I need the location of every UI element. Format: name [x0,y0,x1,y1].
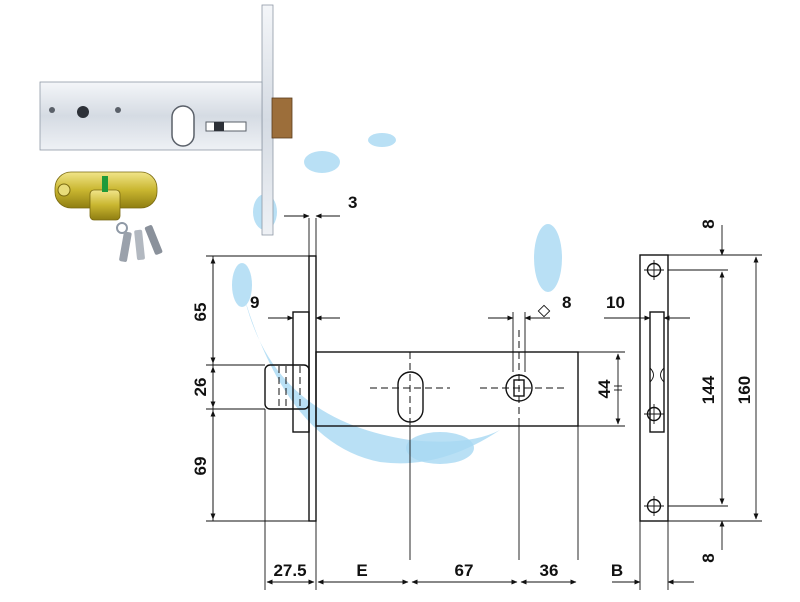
dim-bolt-height: 26 [191,378,210,397]
dim-bolt-projection: 27.5 [273,561,306,580]
end-view [639,254,669,590]
dim-spindle-size: 8 [562,293,571,312]
dim-screw-offset-top: 8 [699,219,718,228]
dim-case-tail: 36 [540,561,559,580]
dim-screw-offset-bottom: 8 [699,553,718,562]
dim-screw-spacing: 144 [699,375,718,404]
front-view [315,312,579,560]
dim-faceplate-width: 10 [606,293,625,312]
dimension-labels: 3 65 9 26 69 8 10 44 8 144 160 8 27.5 E … [191,193,754,580]
dim-case-height: 44 [595,379,614,398]
lock-body-photo [39,4,293,236]
dim-top-offset: 65 [191,303,210,322]
dimension-lines [206,213,762,590]
dim-backset: E [356,561,367,580]
euro-cylinder-photo [54,171,163,262]
dim-backset-offset: 9 [250,293,259,312]
dim-bottom-offset: 69 [191,457,210,476]
dim-faceplate-b: B [611,561,623,580]
dim-faceplate-length: 160 [735,376,754,404]
dim-centre-distance: 67 [455,561,474,580]
watermark-logo [232,133,562,464]
dim-faceplate-thickness: 3 [348,193,357,212]
side-view [264,218,317,522]
